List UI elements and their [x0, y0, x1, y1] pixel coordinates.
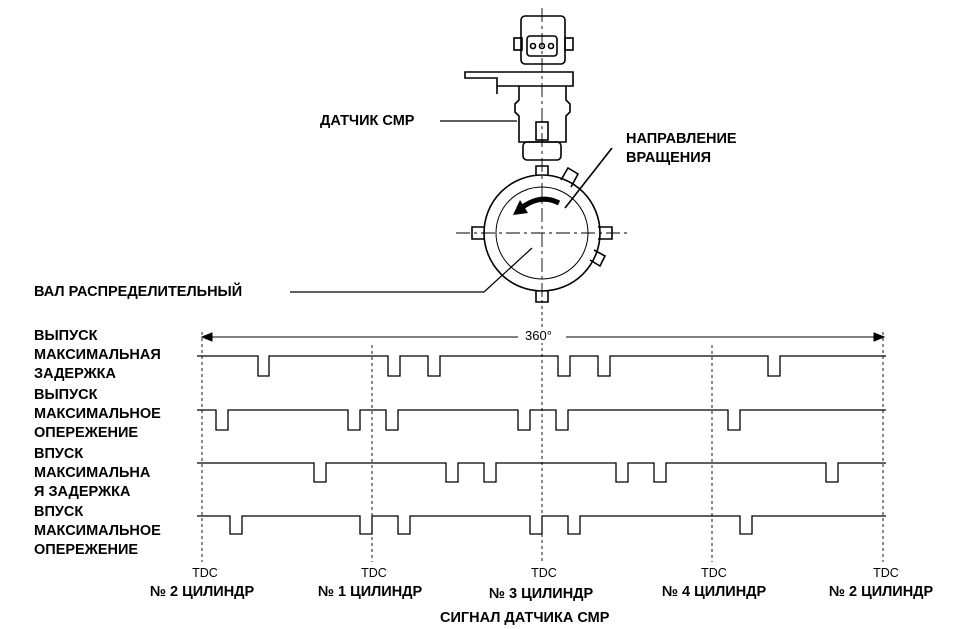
cylinder-label: № 3 ЦИЛИНДР [488, 586, 594, 602]
rotation-arrow [513, 196, 561, 215]
rotation-direction-label: НАПРАВЛЕНИЕ ВРАЩЕНИЯ [626, 131, 737, 166]
angle-dimension [200, 332, 886, 342]
cylinder-label: № 4 ЦИЛИНДР [661, 584, 767, 600]
direction-leader-line [564, 147, 613, 209]
sensor-label: ДАТЧИК СМР [320, 113, 415, 129]
cylinder-label: № 2 ЦИЛИНДР [149, 584, 255, 600]
tdc-label: TDC [192, 566, 218, 580]
tdc-label: TDC [361, 566, 387, 580]
cylinder-label: № 1 ЦИЛИНДР [317, 584, 423, 600]
trace-label-intake-retard: ВПУСК МАКСИМАЛЬНА Я ЗАДЕРЖКА [34, 446, 151, 500]
trace-exhaust-retard [197, 355, 886, 377]
camshaft-wheel [471, 165, 613, 303]
trace-exhaust-advance [197, 409, 886, 431]
camshaft-leader-line-diagonal [483, 247, 533, 293]
camshaft-label: ВАЛ РАСПРЕДЕЛИТЕЛЬНЫЙ [34, 284, 243, 300]
trace-label-intake-advance: ВПУСК МАКСИМАЛЬНОЕ ОПЕРЕЖЕНИЕ [34, 504, 161, 558]
trace-intake-retard [197, 462, 886, 483]
trace-label-exhaust-retard: ВЫПУСК МАКСИМАЛЬНАЯ ЗАДЕРЖКА [34, 328, 161, 382]
cylinder-label: № 2 ЦИЛИНДР [828, 584, 934, 600]
trace-label-exhaust-advance: ВЫПУСК МАКСИМАЛЬНОЕ ОПЕРЕЖЕНИЕ [34, 387, 161, 441]
angle-label: 360° [523, 328, 554, 343]
trace-intake-advance [197, 515, 886, 535]
signal-traces [197, 355, 886, 535]
cmp-sensor [464, 15, 574, 161]
tdc-label: TDC [701, 566, 727, 580]
tdc-label: TDC [531, 566, 557, 580]
tdc-label: TDC [873, 566, 899, 580]
diagram-caption: СИГНАЛ ДАТЧИКА СМР [440, 610, 610, 626]
